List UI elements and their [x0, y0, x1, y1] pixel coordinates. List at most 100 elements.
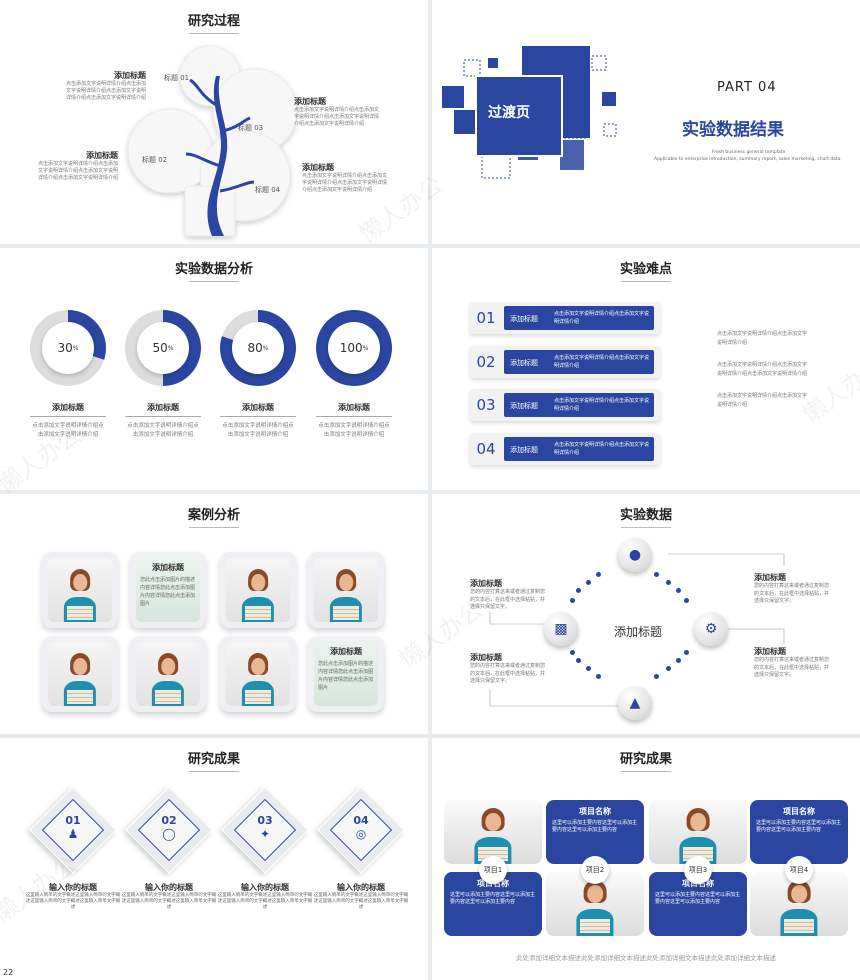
project-badge: 项目1: [479, 856, 507, 884]
slide-experiment-data[interactable]: 实验数据 ● ▩ ⚙ ▲ 添加标题 添加标题 您的内容打算这来或者通过复制您的文…: [432, 494, 860, 734]
connector-lines: [489, 553, 785, 707]
person-figure: [668, 800, 728, 864]
project-card[interactable]: 项目名称这里可以添加主要内容这里可以添加主要内容这里可以添加主要内容: [546, 800, 644, 864]
tree-cloud-graphic: [127, 45, 298, 237]
ring-value: 80%: [232, 322, 284, 374]
case-photo-tile[interactable]: [130, 636, 206, 712]
slide-title: 实验数据分析: [0, 258, 428, 282]
result-caption: 输入你的标题这里输入简单的文字概述这里输入简单的文字概述这里输入简单的文字概述这…: [25, 882, 121, 911]
transition-title: 实验数据结果: [682, 120, 784, 140]
user-group-icon: ♟: [67, 827, 79, 841]
ring-number: 80: [247, 341, 263, 355]
case-photo-tile[interactable]: [220, 552, 296, 628]
progress-ring: 50%: [125, 310, 201, 386]
user-sphere-icon: ●: [618, 538, 652, 572]
result-text: 这里输入简单的文字概述这里输入简单的文字概述这里输入简单的文字概述这里输入简单文…: [25, 893, 121, 910]
left-item-text: 点击添加文字说明详情介绍点击添加文字说明详情介绍点击添加文字说明详情介绍点击添加…: [65, 81, 146, 101]
slide-case-analysis[interactable]: 案例分析 添加标题 您此点击添加图片的描述内容详情您此点击添加图片内容详情您此点…: [0, 494, 428, 734]
person-figure: [232, 646, 284, 706]
transition-sub2: Applicable to enterprise introduction, s…: [654, 157, 841, 162]
bulb-sphere-icon: ▲: [618, 686, 652, 720]
ring-dot: [570, 650, 575, 655]
project-photo[interactable]: [649, 800, 747, 864]
difficulty-notes: 点击添加文字说明详情介绍点击添加文字说明详情介绍 点击添加文字说明详情介绍点击添…: [717, 330, 807, 409]
part-label: PART 04: [717, 80, 777, 95]
ring-dot: [576, 658, 581, 663]
project-photo[interactable]: [444, 800, 542, 864]
row-bar: 添加标题点击添加文字说明详情介绍点击添加文字说明详情介绍: [504, 436, 654, 461]
result-heading: 输入你的标题: [337, 883, 385, 892]
ring-heading: 添加标题: [338, 403, 370, 412]
case-text-card-2[interactable]: 添加标题 您此点击添加图片的描述内容详情您此点击添加图片内容详情您此点击添加图片: [308, 636, 384, 712]
case-photo-tile[interactable]: [220, 636, 296, 712]
left-item-text: 点击添加文字说明详情介绍点击添加文字说明详情介绍点击添加文字说明详情介绍点击添加…: [37, 161, 118, 181]
person-figure: [54, 646, 106, 706]
ring-number: 30: [57, 341, 73, 355]
result-text: 这里输入简单的文字概述这里输入简单的文字概述这里输入简单的文字概述这里输入简单文…: [121, 893, 217, 910]
diamond-number: 02: [161, 814, 177, 827]
note-3: 点击添加文字说明详情介绍点击添加文字说明详情介绍: [717, 393, 808, 408]
slide-transition[interactable]: 过渡页 PART 04 实验数据结果 Fresh business genera…: [432, 0, 860, 244]
row-bar: 添加标题点击添加文字说明详情介绍点击添加文字说明详情介绍: [504, 306, 654, 330]
project-card[interactable]: 项目名称这里可以添加主要内容这里可以添加主要内容这里可以添加主要内容: [750, 800, 848, 864]
ring-value: 100%: [328, 322, 380, 374]
slide-title: 研究成果: [0, 748, 428, 772]
case-photo-tile[interactable]: [42, 552, 118, 628]
case-photo-tile[interactable]: [42, 636, 118, 712]
ring-unit: %: [362, 344, 369, 352]
ring-unit: %: [262, 344, 269, 352]
right-item-1: 添加标题 点击添加文字说明详情介绍点击添加文字说明详情介绍点击添加文字说明详情介…: [294, 96, 380, 128]
person-figure: [463, 800, 523, 864]
transition-sub1: Fresh business general template: [712, 150, 786, 155]
case-text-card-1[interactable]: 添加标题 您此点击添加图片的描述内容详情您此点击添加图片内容详情您此点击添加图片: [130, 552, 206, 628]
ring-divider: [125, 416, 201, 417]
slide-results-diamonds[interactable]: 研究成果 01♟输入你的标题这里输入简单的文字概述这里输入简单的文字概述这里输入…: [0, 738, 428, 980]
ring-heading: 添加标题: [147, 403, 179, 412]
project-badge: 项目3: [684, 856, 712, 884]
result-heading: 输入你的标题: [241, 883, 289, 892]
ring-caption: 添加标题点击添加文字说明详情介绍点击添加文字说明详情介绍: [220, 402, 296, 439]
left-item-heading: 添加标题: [86, 151, 118, 160]
left-item-1: 添加标题 点击添加文字说明详情介绍点击添加文字说明详情介绍点击添加文字说明详情介…: [64, 70, 146, 102]
ring-caption: 添加标题点击添加文字说明详情介绍点击添加文字说明详情介绍: [30, 402, 106, 439]
project-photo[interactable]: [750, 872, 848, 936]
ring-divider: [316, 416, 392, 417]
ring-text: 点击添加文字说明详情介绍点击添加文字说明详情介绍: [32, 423, 104, 438]
result-text: 这里输入简单的文字概述这里输入简单的文字概述这里输入简单的文字概述这里输入简单文…: [313, 893, 409, 910]
ring-dot: [570, 598, 575, 603]
slide-results-projects[interactable]: 研究成果 项目名称这里可以添加主要内容这里可以添加主要内容这里可以添加主要内容项…: [432, 738, 860, 980]
result-caption: 输入你的标题这里输入简单的文字概述这里输入简单的文字概述这里输入简单的文字概述这…: [313, 882, 409, 911]
photo: [48, 558, 112, 622]
slide-research-process[interactable]: 研究过程 标题 01 标题 02 标题 03 标题 04 添加标题 点击添加文字…: [0, 0, 428, 244]
case-card-text: 您此点击添加图片的描述内容详情您此点击添加图片内容详情您此点击添加图片: [318, 661, 374, 691]
diamond-number: 01: [65, 814, 81, 827]
ring-value: 50%: [137, 322, 189, 374]
right-item-text: 点击添加文字说明详情介绍点击添加文字说明详情介绍点击添加文字说明详情介绍点击添加…: [294, 107, 380, 127]
result-text: 这里输入简单的文字概述这里输入简单的文字概述这里输入简单的文字概述这里输入简单文…: [217, 893, 313, 910]
person-figure: [320, 562, 372, 622]
progress-ring: 100%: [316, 310, 392, 386]
slide-title: 案例分析: [0, 504, 428, 528]
slide-title: 实验难点: [432, 258, 860, 282]
ring-text: 点击添加文字说明详情介绍点击添加文字说明详情介绍: [318, 423, 390, 438]
person-figure: [232, 562, 284, 622]
exp-item-3: 添加标题 您的内容打算这来或者通过复制您的文本后，在此框中选择粘贴，并选择只保留…: [470, 652, 546, 686]
ring-dot: [586, 666, 591, 671]
case-card-text: 您此点击添加图片的描述内容详情您此点击添加图片内容详情您此点击添加图片: [140, 577, 196, 607]
ring-dot: [654, 674, 659, 679]
case-card-heading: 添加标题: [152, 563, 184, 572]
case-photo-tile[interactable]: [308, 552, 384, 628]
diamond-number: 03: [257, 814, 273, 827]
row-text: 点击添加文字说明详情介绍点击添加文字说明详情介绍: [554, 441, 650, 456]
slide-title: 实验数据: [432, 504, 860, 528]
right-item-2: 添加标题 点击添加文字说明详情介绍点击添加文字说明详情介绍点击添加文字说明详情介…: [302, 162, 388, 194]
exp-item-1: 添加标题 您的内容打算这来或者通过复制您的文本后，在此框中选择粘贴，并选择只保留…: [470, 578, 546, 612]
row-text: 点击添加文字说明详情介绍点击添加文字说明详情介绍: [554, 354, 650, 369]
tree-label-2: 标题 02: [142, 156, 168, 164]
